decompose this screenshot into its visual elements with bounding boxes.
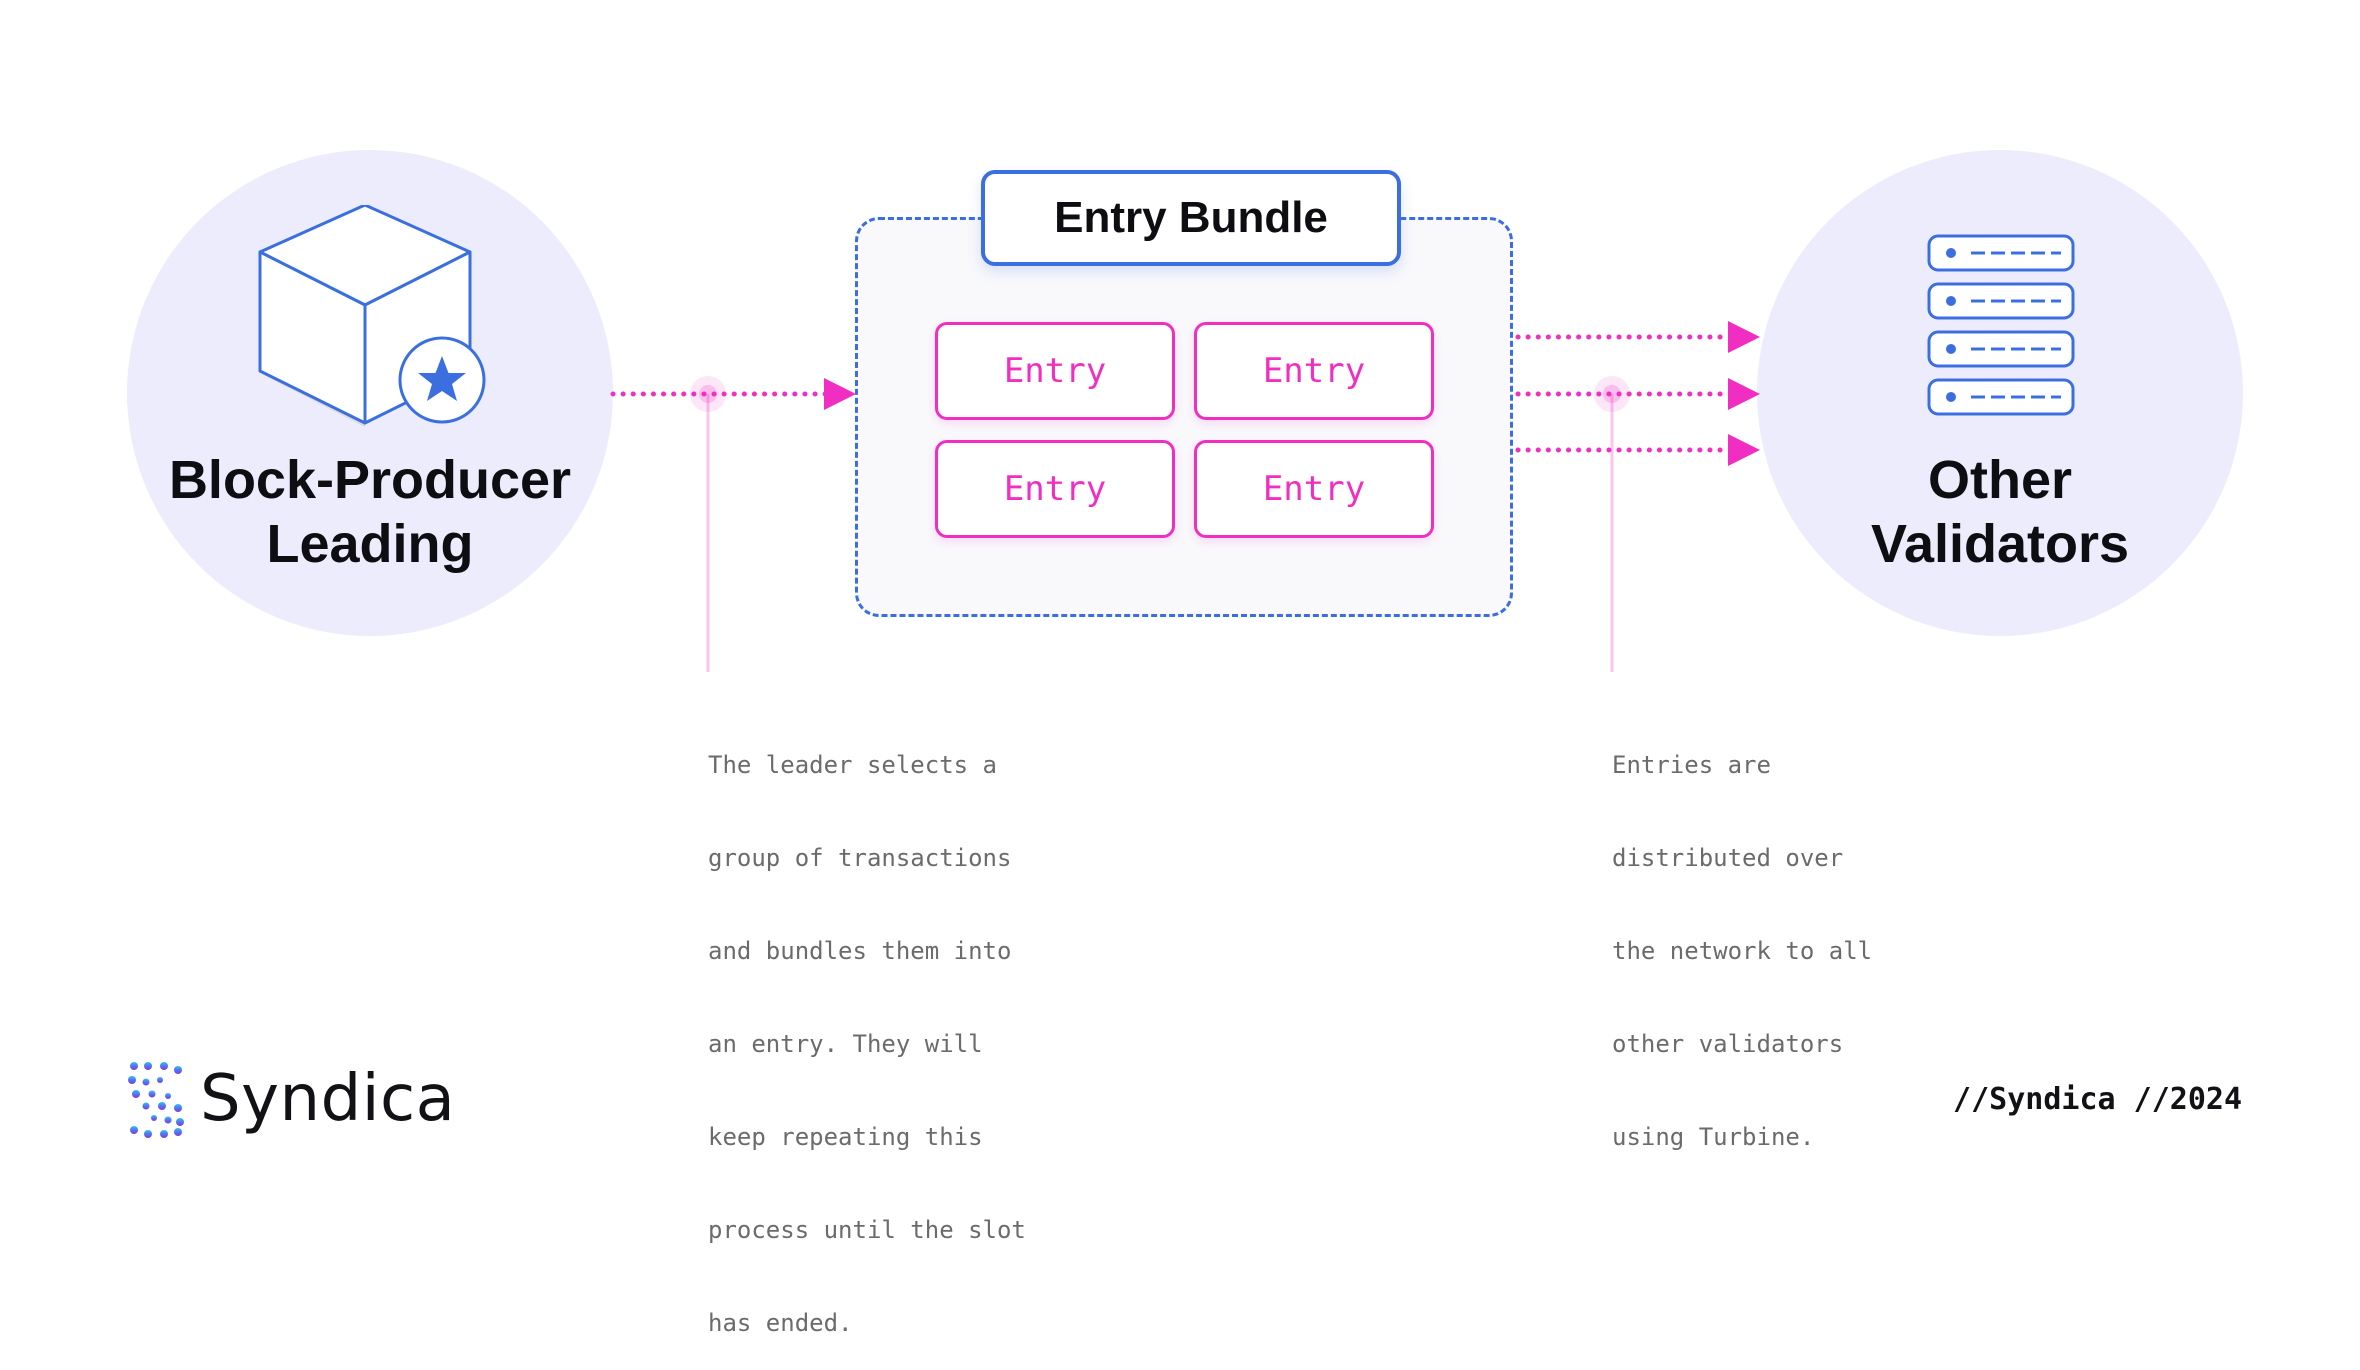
validators-title: Other Validators bbox=[1757, 448, 2243, 576]
syndica-logo-icon bbox=[128, 1062, 184, 1138]
entry-box: Entry bbox=[1194, 440, 1434, 538]
validators-title-line1: Other bbox=[1927, 450, 2073, 510]
footer-tag: //Syndica //2024 bbox=[1953, 1082, 2242, 1117]
note-line: and bundles them into bbox=[708, 937, 1012, 965]
brand-name: Syndica bbox=[200, 1062, 456, 1136]
arrowhead bbox=[824, 378, 856, 410]
entry-box: Entry bbox=[1194, 322, 1434, 420]
note-line: Entries are bbox=[1612, 751, 1771, 779]
note-line: group of transactions bbox=[708, 844, 1012, 872]
server-stack-icon bbox=[1927, 234, 2075, 416]
note-line: keep repeating this bbox=[708, 1123, 983, 1151]
right-note: Entries are distributed over the network… bbox=[1612, 688, 1872, 1184]
note-line: process until the slot bbox=[708, 1216, 1026, 1244]
arrowhead bbox=[1728, 434, 1760, 466]
entry-bundle-title: Entry Bundle bbox=[981, 170, 1401, 266]
note-line: other validators bbox=[1612, 1030, 1844, 1058]
validators-title-line2: Validators bbox=[1870, 514, 2130, 574]
note-line: using Turbine. bbox=[1612, 1123, 1815, 1151]
note-line: has ended. bbox=[708, 1309, 853, 1337]
note-line: the network to all bbox=[1612, 937, 1873, 965]
note-line: The leader selects a bbox=[708, 751, 997, 779]
leader-title-line1: Block-Producer bbox=[168, 450, 572, 510]
cube-star-icon bbox=[258, 205, 486, 427]
right-callout-marker bbox=[1594, 376, 1630, 412]
leader-title: Block-Producer Leading bbox=[127, 448, 613, 576]
leader-title-line2: Leading bbox=[266, 514, 474, 574]
left-note: The leader selects a group of transactio… bbox=[708, 688, 1026, 1370]
note-line: distributed over bbox=[1612, 844, 1844, 872]
entry-box: Entry bbox=[935, 440, 1175, 538]
arrowhead bbox=[1728, 378, 1760, 410]
entry-box: Entry bbox=[935, 322, 1175, 420]
connectors bbox=[610, 321, 1760, 672]
note-line: an entry. They will bbox=[708, 1030, 983, 1058]
left-callout-marker bbox=[690, 376, 726, 412]
arrowhead bbox=[1728, 321, 1760, 353]
